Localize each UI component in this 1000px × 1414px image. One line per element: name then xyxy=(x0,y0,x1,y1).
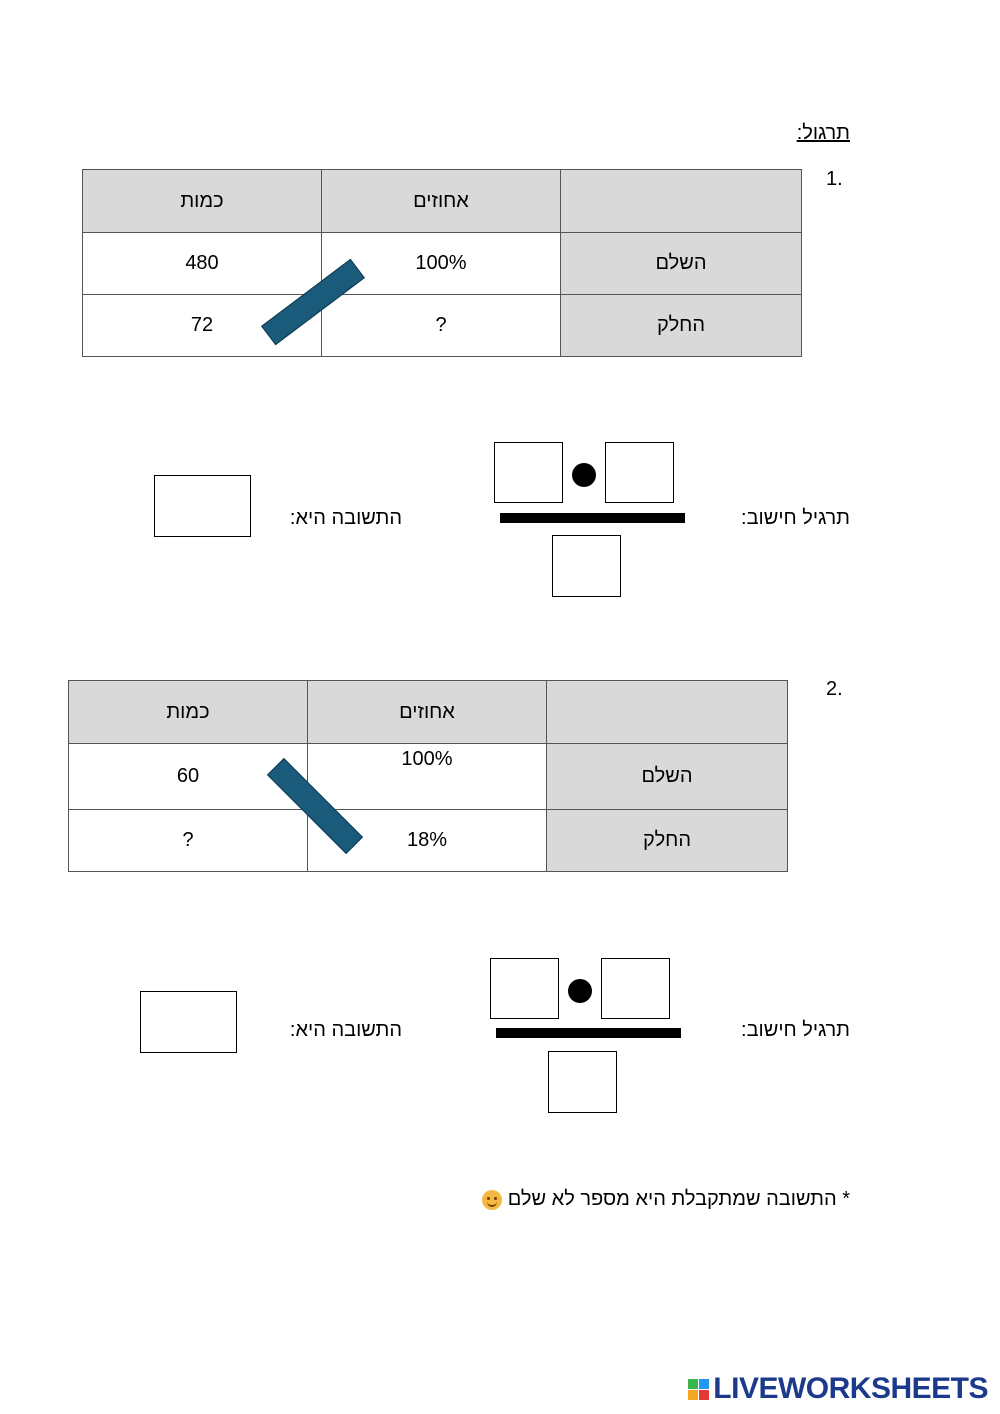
header-empty xyxy=(560,169,802,233)
multiply-dot-2 xyxy=(568,979,592,1003)
answer-label-2: התשובה היא: xyxy=(289,1019,402,1041)
calc-input-top-right-2[interactable] xyxy=(601,958,670,1019)
header-percent: אחוזים xyxy=(321,169,561,233)
cell-whole-amount: 480 xyxy=(82,232,322,295)
row-label-part: החלק xyxy=(560,294,802,357)
page-heading: תרגול: xyxy=(796,122,850,144)
calc-input-bottom-1[interactable] xyxy=(552,535,621,597)
logo-text: LIVEWORKSHEETS xyxy=(713,1372,988,1405)
header-amount: כמות xyxy=(68,680,308,744)
cell-part-percent: ? xyxy=(321,294,561,357)
row-label-whole: השלם xyxy=(560,232,802,295)
multiply-dot-1 xyxy=(572,463,596,487)
calc-label-2: תרגיל חישוב: xyxy=(741,1019,850,1041)
answer-input-1[interactable] xyxy=(154,475,251,537)
question-number-1: 1. xyxy=(826,168,843,190)
liveworksheets-logo: LIVEWORKSHEETS xyxy=(688,1372,988,1406)
header-empty xyxy=(546,680,788,744)
cell-whole-percent: 100% xyxy=(321,232,561,295)
calc-input-top-right-1[interactable] xyxy=(605,442,674,503)
cell-whole-percent: 100% xyxy=(307,743,547,810)
footnote-text: * התשובה שמתקבלת היא מספר לא שלם xyxy=(507,1188,850,1210)
answer-input-2[interactable] xyxy=(140,991,237,1053)
fraction-bar-1 xyxy=(500,513,685,523)
footnote: * התשובה שמתקבלת היא מספר לא שלם xyxy=(476,1188,850,1211)
header-percent: אחוזים xyxy=(307,680,547,744)
logo-mark-icon xyxy=(688,1378,710,1400)
smiley-face-icon xyxy=(482,1189,503,1210)
percent-table-1: כמות אחוזים 480 100% השלם 72 ? החלק xyxy=(82,169,802,357)
row-label-whole: השלם xyxy=(546,743,788,810)
percent-table-2: כמות אחוזים 60 100% השלם ? 18% החלק xyxy=(68,680,788,872)
cell-part-amount: ? xyxy=(68,809,308,872)
question-number-2: 2. xyxy=(826,678,843,700)
header-amount: כמות xyxy=(82,169,322,233)
fraction-bar-2 xyxy=(496,1028,681,1038)
row-label-part: החלק xyxy=(546,809,788,872)
calc-input-top-left-1[interactable] xyxy=(494,442,563,503)
calc-input-top-left-2[interactable] xyxy=(490,958,559,1019)
calc-input-bottom-2[interactable] xyxy=(548,1051,617,1113)
calc-label-1: תרגיל חישוב: xyxy=(741,507,850,529)
answer-label-1: התשובה היא: xyxy=(289,507,402,529)
